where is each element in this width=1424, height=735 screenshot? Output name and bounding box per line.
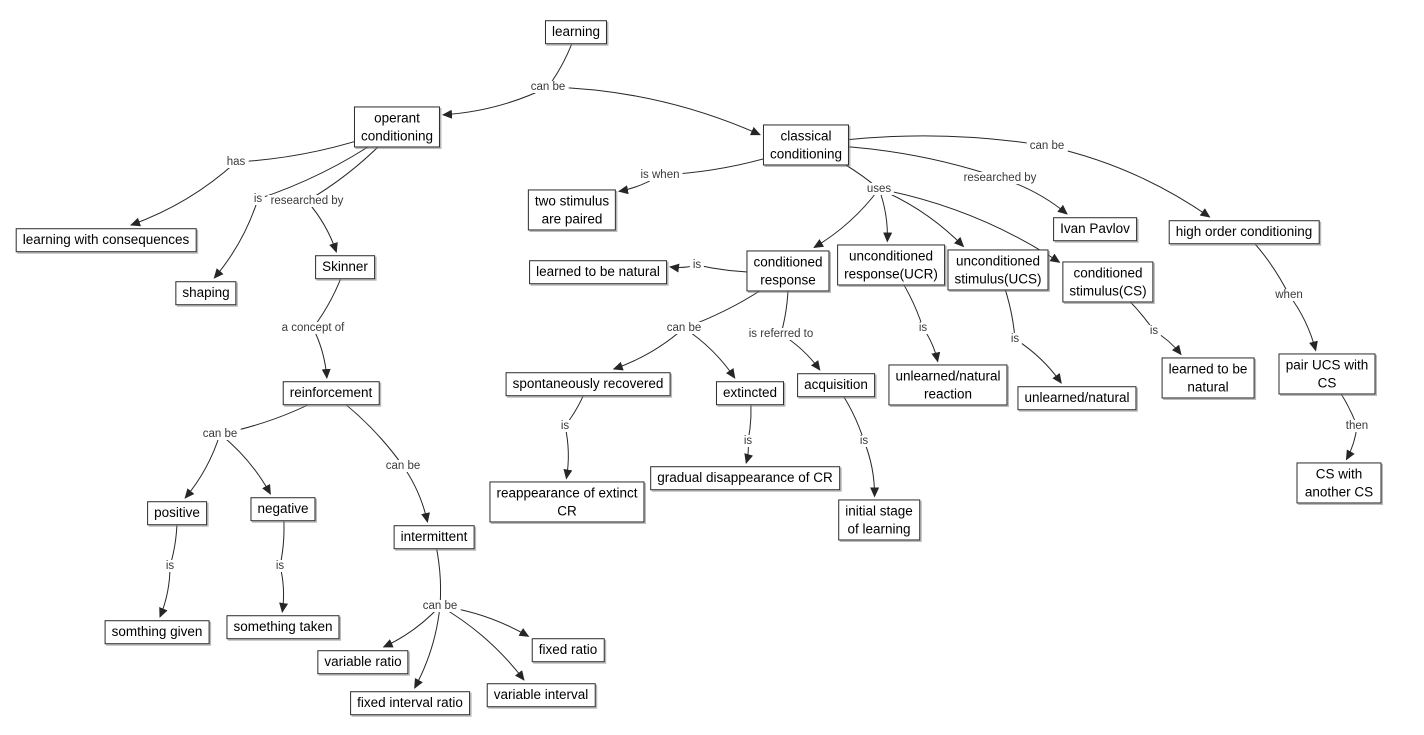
concept-node-variable-interval: variable interval <box>486 683 596 707</box>
edge-arrow <box>878 188 965 248</box>
edge-arrow <box>563 425 573 480</box>
edge-arrow <box>279 565 289 613</box>
concept-node-intermittent: intermittent <box>393 525 475 549</box>
concept-node-classical-conditioning: classical conditioning <box>762 124 850 166</box>
edge-arrow <box>159 565 171 618</box>
concept-node-positive: positive <box>147 501 207 525</box>
edge-arrow <box>306 200 338 253</box>
concept-node-acquisition: acquisition <box>797 373 875 397</box>
edge-arrow <box>1288 294 1318 352</box>
edge-label: is <box>740 435 756 447</box>
edge-label: is when <box>637 169 683 181</box>
edge-arrow <box>213 198 259 279</box>
edge-label: can be <box>663 322 705 334</box>
concept-node-spontaneously-recovered: spontaneously recovered <box>505 372 671 396</box>
edge-label: has <box>223 156 249 168</box>
edge-label: is <box>1146 325 1162 337</box>
concept-node-unlearned-natural: unlearned/natural <box>1017 386 1137 410</box>
concept-node-conditioned-stimulus-cs: conditioned stimulus(CS) <box>1062 261 1154 303</box>
edge-label: is <box>162 560 178 572</box>
concept-node-learned-to-be-natural-right: learned to be natural <box>1161 357 1255 399</box>
concept-node-somthing-given: somthing given <box>104 620 210 644</box>
edge-label: is <box>250 193 266 205</box>
edge-label: uses <box>863 183 895 195</box>
concept-node-pair-ucs-with-cs: pair UCS with CS <box>1278 353 1376 395</box>
edge-arrow <box>547 86 761 136</box>
concept-node-ivan-pavlov: Ivan Pavlov <box>1053 217 1137 241</box>
concept-node-operant-conditioning: operant conditioning <box>353 106 441 148</box>
edge-arrow <box>414 605 441 689</box>
concept-node-variable-ratio: variable ratio <box>317 650 409 674</box>
edge-label: is <box>689 259 705 271</box>
concept-node-negative: negative <box>250 497 316 521</box>
concept-node-unconditioned-response-ucr: unconditioned response(UCR) <box>837 244 945 286</box>
concept-node-fixed-interval-ratio: fixed interval ratio <box>350 691 470 715</box>
concept-node-learning-with-consequences: learning with consequences <box>15 228 197 252</box>
concept-node-cs-with-another-cs: CS with another CS <box>1296 462 1382 504</box>
concept-node-skinner: Skinner <box>315 255 375 279</box>
edge-label: researched by <box>267 195 347 207</box>
edge-label: can be <box>1026 140 1068 152</box>
edge-arrow <box>878 188 893 243</box>
concept-node-two-stimulus-are-paired: two stimulus are paired <box>527 189 617 231</box>
edge-arrow <box>184 433 221 499</box>
concept-node-learned-to-be-natural-left: learned to be natural <box>529 260 667 284</box>
edge-label: can be <box>199 428 241 440</box>
edge-label: is <box>915 322 931 334</box>
concept-node-unconditioned-stimulus-ucs: unconditioned stimulus(UCS) <box>947 249 1049 291</box>
concept-node-fixed-ratio: fixed ratio <box>531 638 605 662</box>
concept-node-extincted: extincted <box>715 381 785 405</box>
edge-label: when <box>1272 289 1306 301</box>
concept-node-reinforcement: reinforcement <box>282 381 380 405</box>
concept-node-high-order-conditioning: high order conditioning <box>1168 220 1320 244</box>
concept-node-initial-stage-of-learning: initial stage of learning <box>838 499 920 541</box>
edge-arrow <box>130 161 237 227</box>
concept-node-shaping: shaping <box>175 281 237 305</box>
edge-label: a concept of <box>278 322 348 334</box>
edge-arrow <box>439 605 525 681</box>
edge-arrow <box>863 440 880 498</box>
concept-node-gradual-disappearance-of-cr: gradual disappearance of CR <box>650 466 840 490</box>
edge-arrow <box>683 327 736 379</box>
edge-label: is referred to <box>745 328 817 340</box>
edge-label: then <box>1342 420 1372 432</box>
edge-label: can be <box>527 81 569 93</box>
concept-node-conditioned-response: conditioned response <box>746 250 830 292</box>
edge-label: is <box>856 435 872 447</box>
edge-arrow <box>813 188 880 249</box>
edge-label: can be <box>382 460 424 472</box>
concept-node-learning: learning <box>544 20 608 44</box>
concept-node-unlearned-natural-reaction: unlearned/natural reaction <box>888 364 1008 406</box>
edge-label: is <box>557 420 573 432</box>
edge-arrow <box>402 465 430 523</box>
edge-arrow <box>312 327 331 379</box>
edge-label: researched by <box>960 172 1040 184</box>
edge-arrow <box>382 605 441 648</box>
edge-arrow <box>219 433 271 495</box>
edge-arrow <box>1046 145 1211 218</box>
concept-node-something-taken: something taken <box>226 615 340 639</box>
edge-arrow <box>612 327 685 371</box>
edge-label: is <box>1007 333 1023 345</box>
edge-label: is <box>272 560 288 572</box>
edge-label: can be <box>419 600 461 612</box>
edge-arrow <box>1014 338 1062 384</box>
concept-node-reappearance-of-extinct-cr: reappearance of extinct CR <box>489 481 645 523</box>
